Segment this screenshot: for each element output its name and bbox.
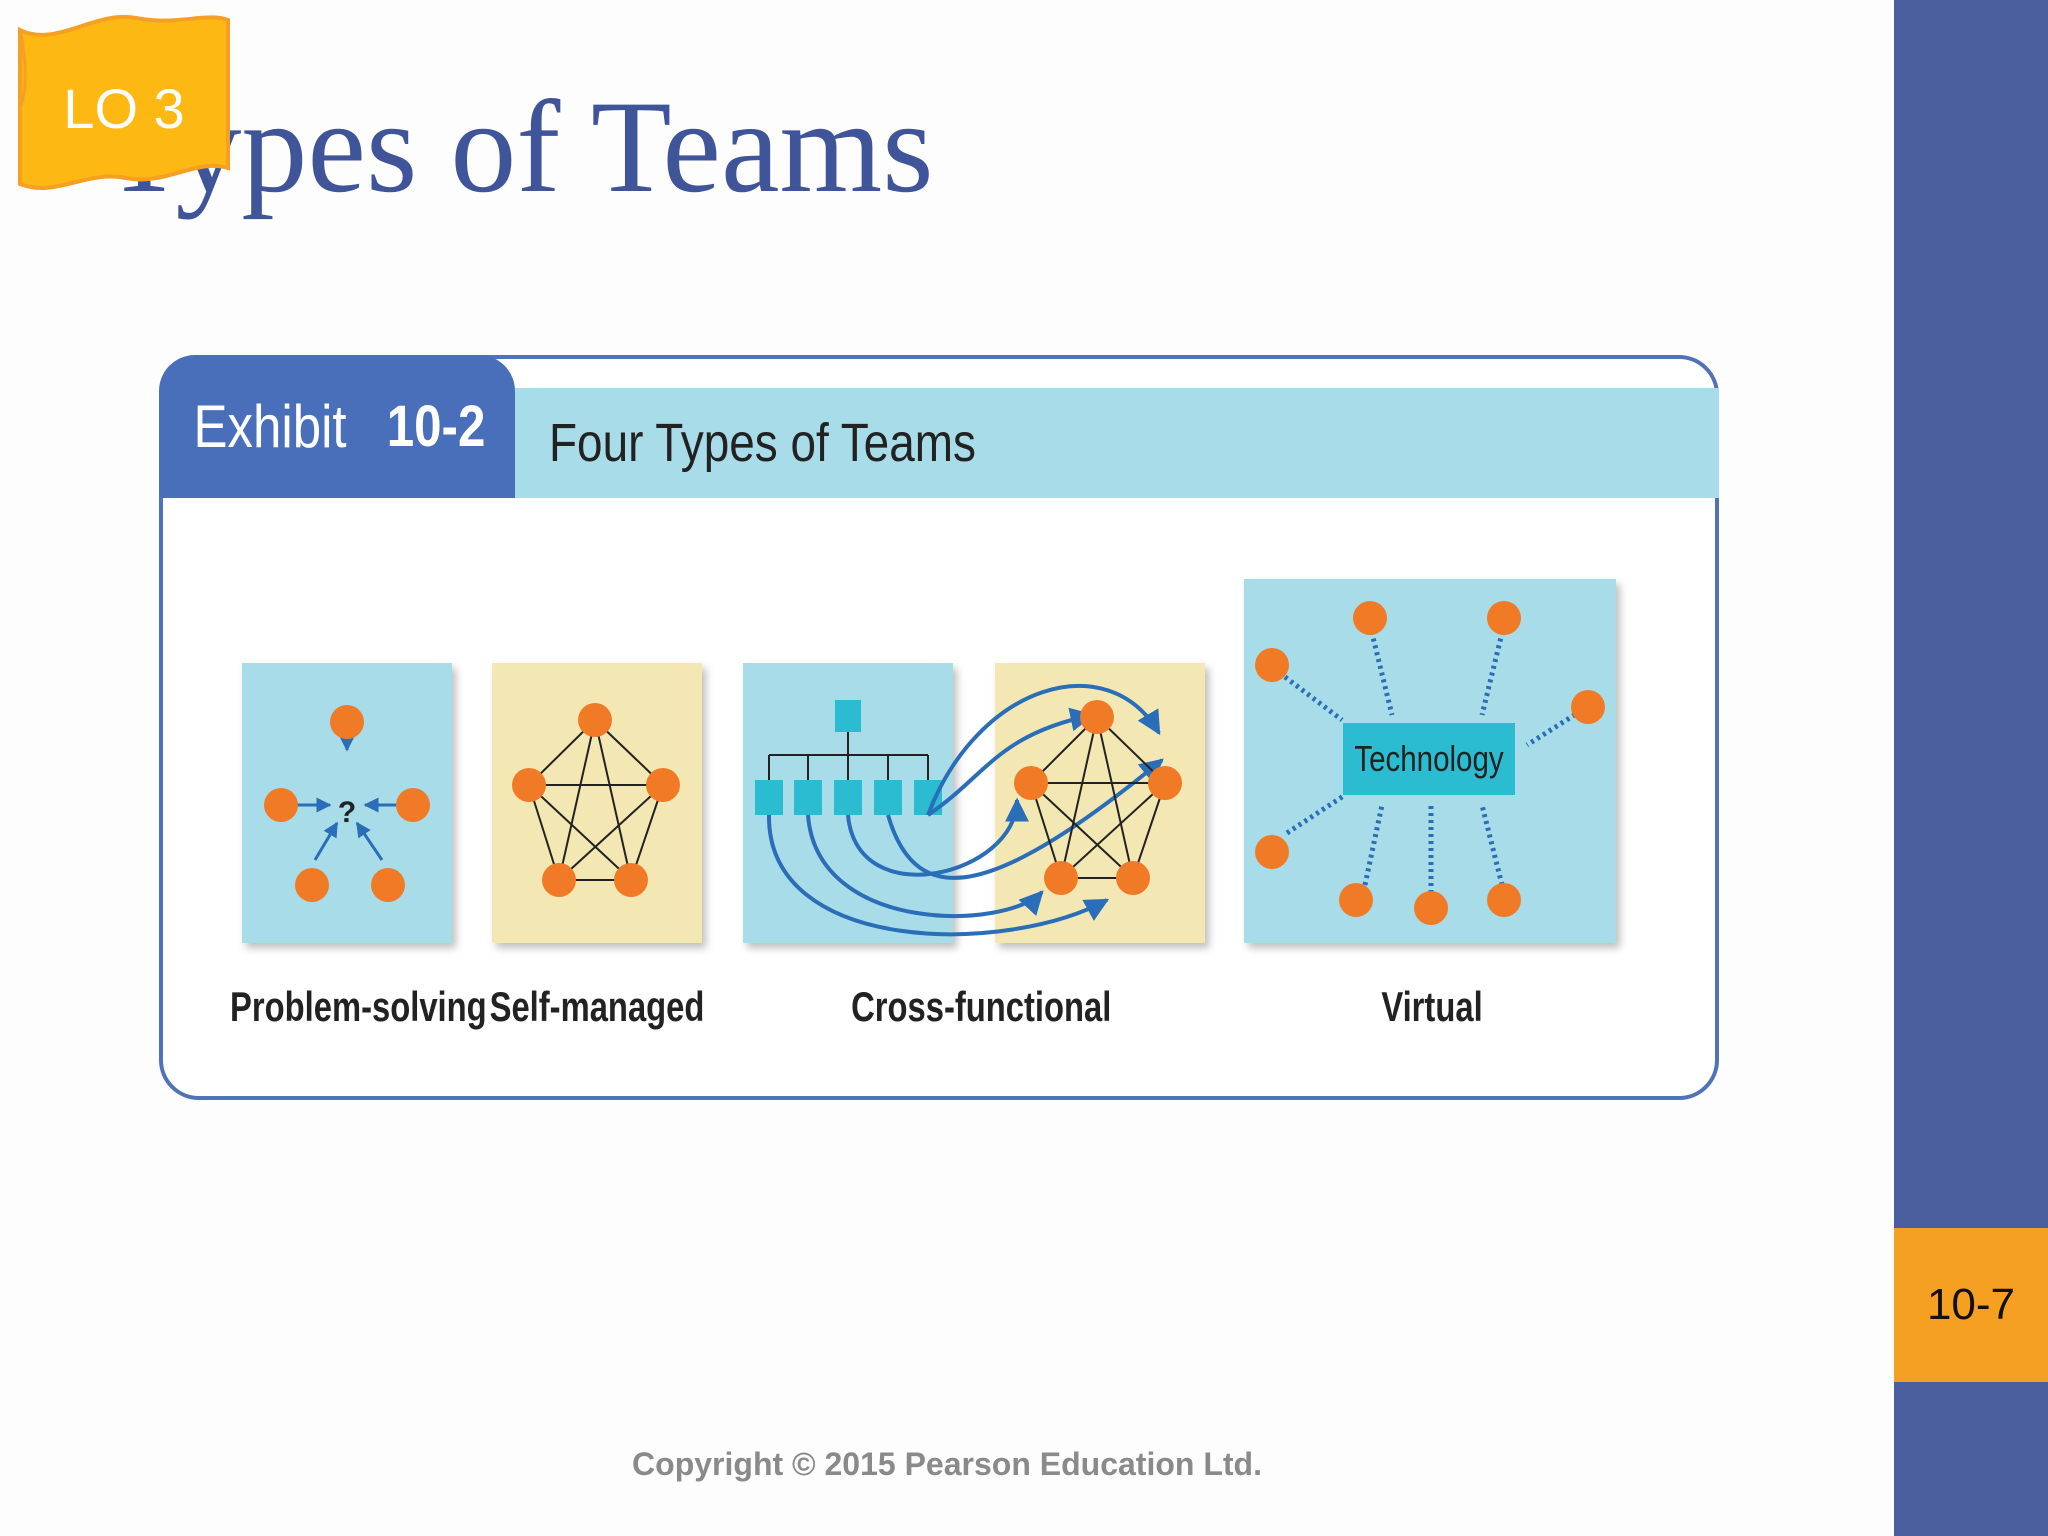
label-self-managed: Self-managed xyxy=(489,983,705,1030)
technology-label: Technology xyxy=(1354,738,1504,778)
lo-tag: LO 3 xyxy=(16,8,232,194)
page-number-badge: 10-7 xyxy=(1894,1228,2048,1382)
problem-solving-diagram: ? xyxy=(242,663,452,943)
self-managed-diagram xyxy=(492,663,702,943)
label-virtual: Virtual xyxy=(1381,983,1483,1030)
page-number: 10-7 xyxy=(1926,1280,2016,1329)
virtual-diagram: Technology xyxy=(1244,579,1616,943)
exhibit-label-number: 10-2 xyxy=(386,394,486,459)
svg-text:?: ? xyxy=(338,796,356,829)
cross-functional-diagram xyxy=(743,663,1205,943)
copyright-notice: Copyright © 2015 Pearson Education Ltd. xyxy=(632,1446,1262,1482)
exhibit-label-word: Exhibit xyxy=(193,393,347,460)
exhibit-tab: Exhibit 10-2 xyxy=(159,355,515,498)
exhibit-title: Four Types of Teams xyxy=(549,413,976,473)
exhibit-10-2: Four Types of Teams Exhibit 10-2 ? xyxy=(157,355,1725,1105)
label-cross-functional: Cross-functional xyxy=(851,983,1112,1030)
lo-label: LO 3 xyxy=(63,76,185,140)
slide-title: Types of Teams xyxy=(104,73,934,220)
exhibit-banner: Four Types of Teams xyxy=(515,388,1719,498)
label-problem-solving: Problem-solving xyxy=(230,983,487,1030)
team-diagrams: ? xyxy=(242,579,1616,943)
lo-banner-shape xyxy=(18,14,230,190)
